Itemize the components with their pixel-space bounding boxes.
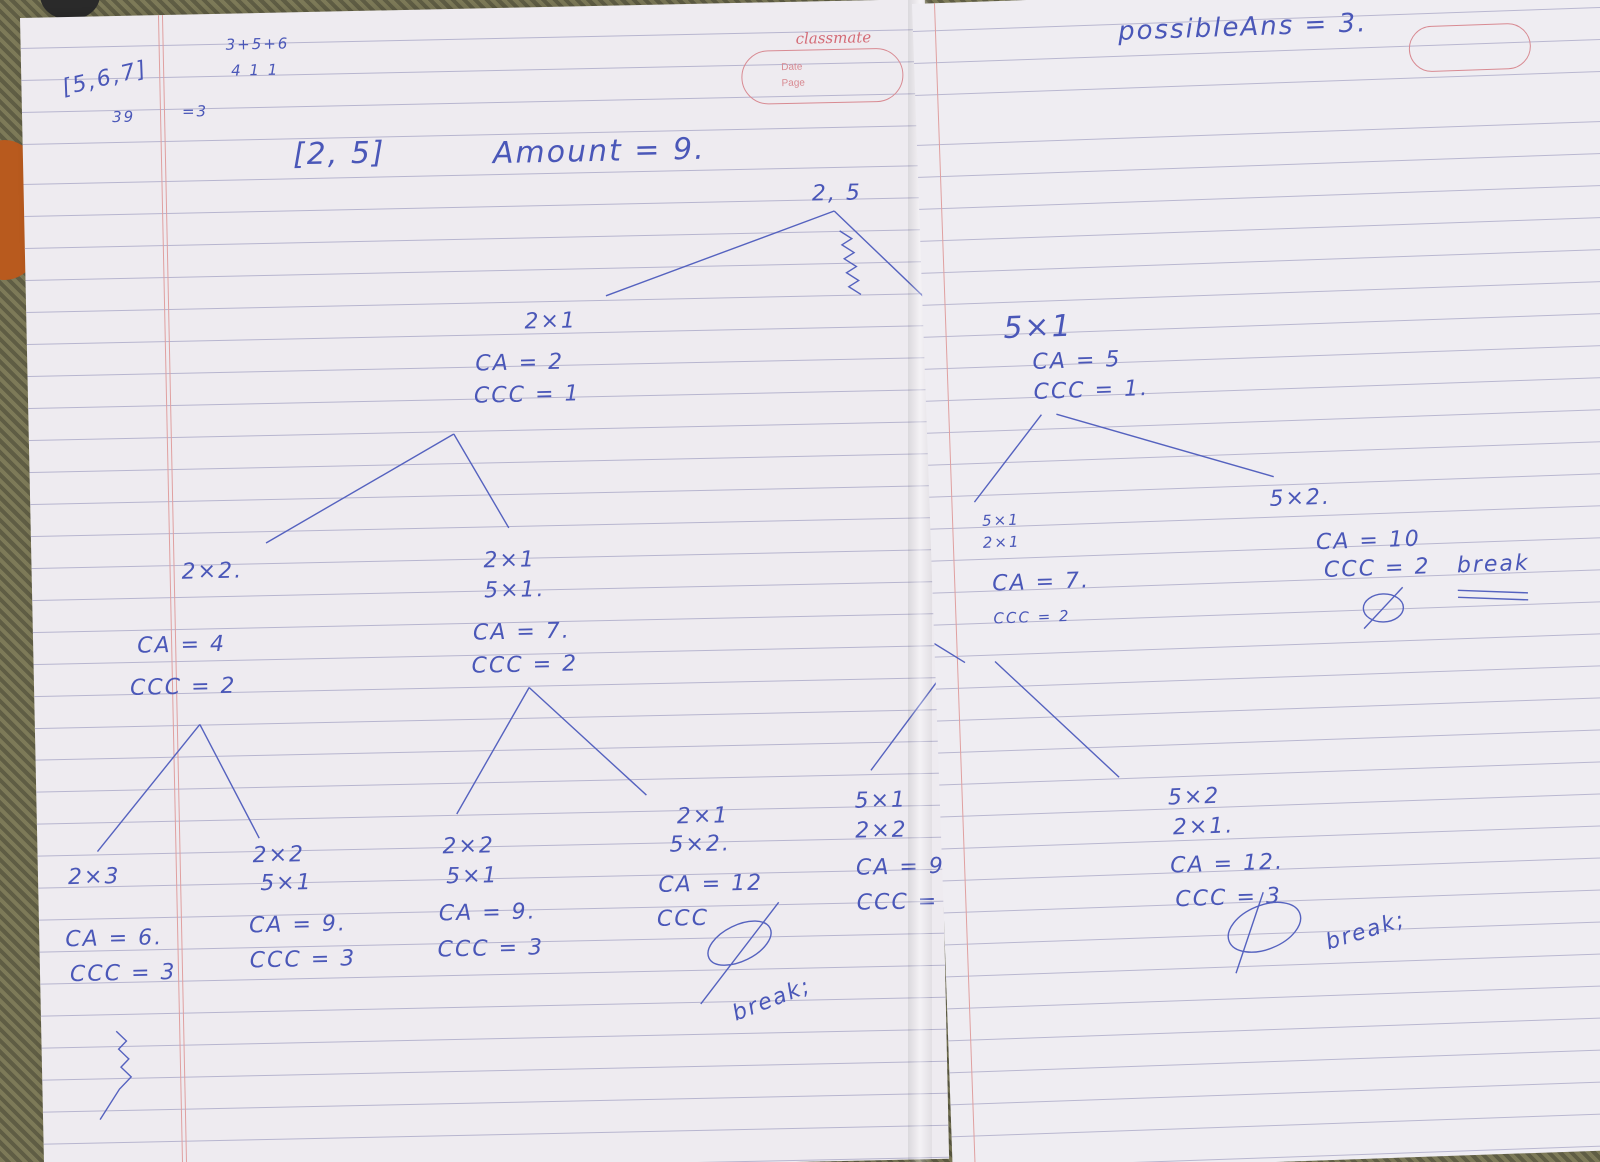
branch-line bbox=[605, 210, 835, 297]
branch-line bbox=[973, 414, 1042, 503]
branch-line bbox=[265, 433, 455, 544]
null-slash bbox=[1235, 892, 1264, 974]
branch-line bbox=[528, 686, 647, 796]
branch-line bbox=[453, 433, 510, 529]
null-circle bbox=[707, 920, 772, 966]
branch-line bbox=[933, 643, 966, 664]
null-circle bbox=[1227, 901, 1302, 953]
dark-object bbox=[40, 0, 100, 20]
null-slash bbox=[700, 901, 780, 1005]
null-slash bbox=[1363, 586, 1404, 630]
branch-line bbox=[870, 678, 940, 771]
tree-branches bbox=[96, 210, 940, 1120]
null-circle bbox=[1362, 593, 1405, 623]
underline bbox=[1457, 589, 1528, 594]
branch-line bbox=[96, 723, 201, 852]
branch-line bbox=[833, 210, 932, 305]
underline bbox=[1458, 596, 1529, 601]
branch-line bbox=[1056, 413, 1274, 478]
tree-branches bbox=[933, 413, 1529, 974]
notebook-right-page: possibleAns = 3. 5×1 CA = 5 CCC = 1. 5×1… bbox=[912, 0, 1600, 1162]
branch-line bbox=[994, 660, 1120, 778]
branch-line bbox=[456, 687, 530, 815]
scribble bbox=[839, 230, 862, 296]
margin-scribble bbox=[99, 1030, 133, 1120]
branch-line bbox=[199, 724, 260, 839]
notebook-left-page: classmate Date Page [5,6,7] 3+5+6 4 1 1 … bbox=[20, 0, 950, 1162]
